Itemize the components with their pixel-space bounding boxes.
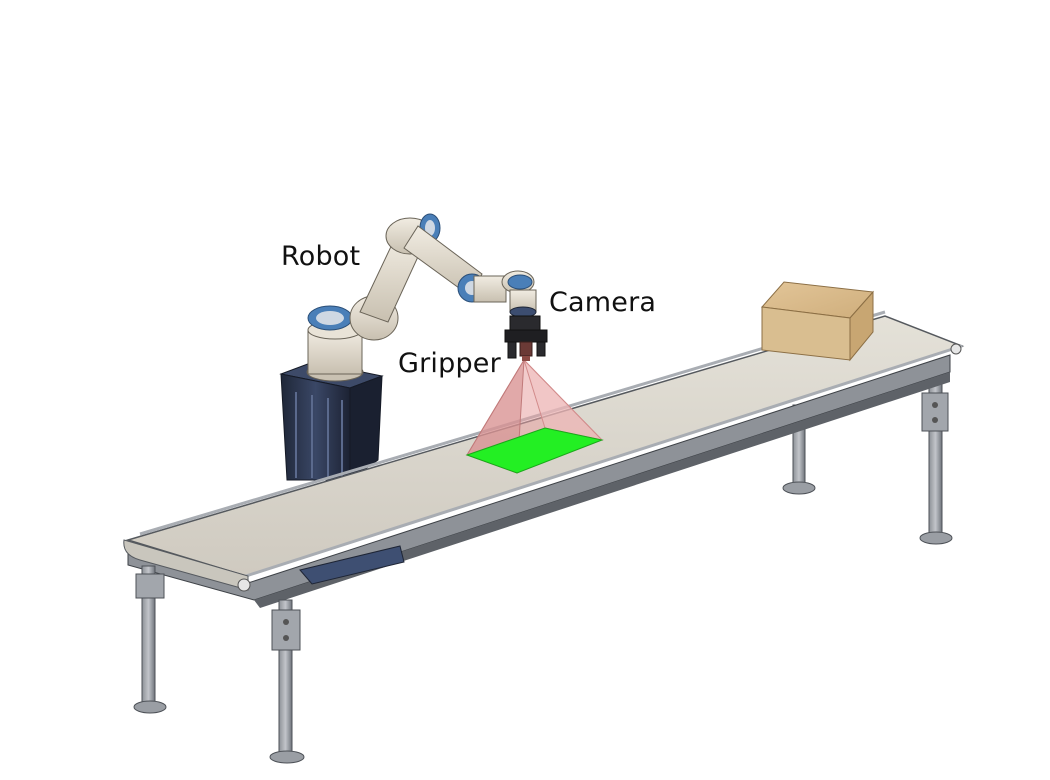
gripper-label: Gripper — [398, 348, 501, 379]
cardboard-box-icon — [761, 281, 875, 362]
robot-arm-icon — [306, 213, 537, 382]
camera-label: Camera — [549, 287, 657, 318]
camera-view-area — [465, 427, 604, 474]
robot-label: Robot — [281, 241, 361, 272]
back-leg-right — [919, 379, 953, 545]
camera-field-of-view — [465, 359, 604, 474]
front-leg-left — [133, 565, 167, 714]
gripper-icon — [504, 315, 548, 359]
robot-pedestal — [279, 361, 384, 481]
camera-icon — [519, 341, 533, 361]
front-leg-right — [269, 599, 305, 764]
